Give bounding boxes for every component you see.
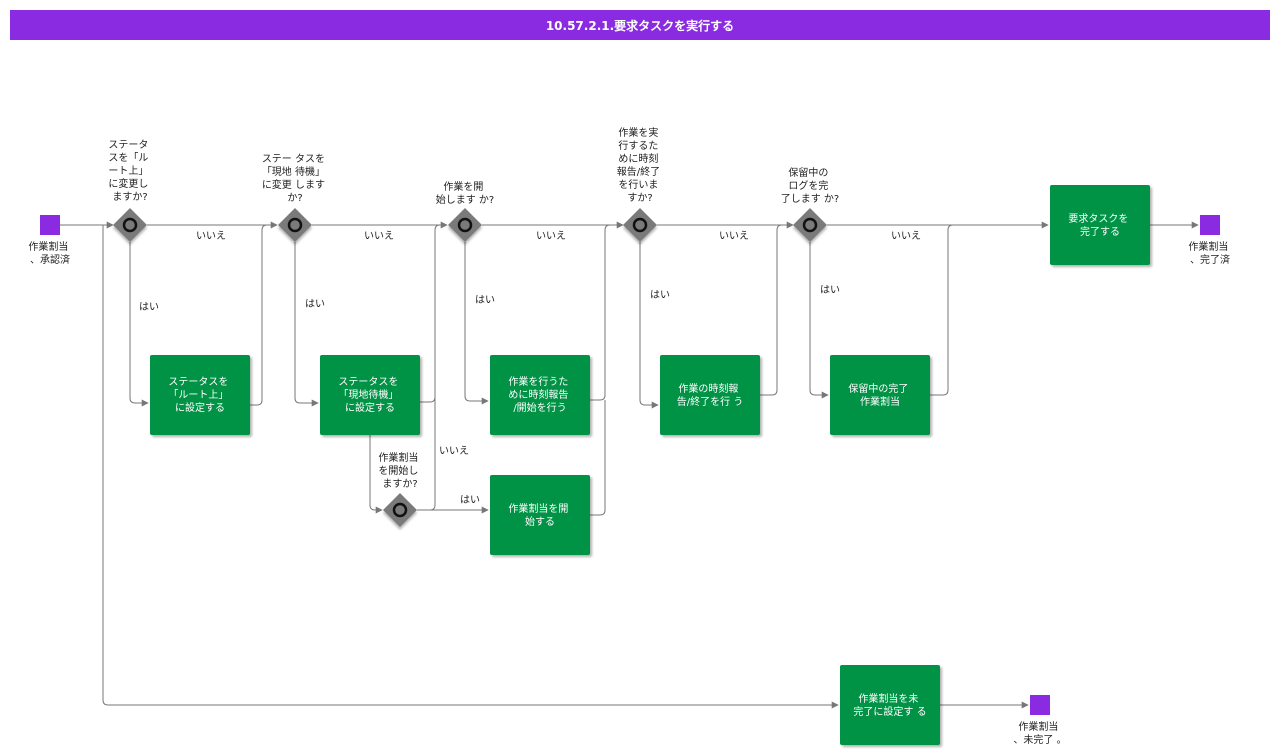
gateway-g2-label: ステー タスを 「現地 待機」 に変更 します か?: [262, 153, 328, 204]
gateway-g1-label: ステータ スを「ル ート上」 に変更し ますか?: [108, 139, 151, 203]
edge-g5-t5: [809, 242, 829, 399]
gateway-g6[interactable]: [383, 493, 417, 527]
start-event-label: 作業割当 、承認済: [28, 240, 71, 266]
label-no-g4: いいえ: [719, 230, 749, 242]
edge-t6-g4: [590, 400, 606, 516]
edge-t2-g6: [369, 435, 383, 514]
svg-text:保留中の完了 作業割当: 保留中の完了 作業割当: [848, 382, 911, 408]
edge-start-t8: [102, 225, 839, 709]
label-yes-g3: はい: [475, 294, 495, 306]
end-event-complete[interactable]: 作業割当 、完了済: [1188, 215, 1231, 266]
gateway-g2[interactable]: [278, 208, 312, 242]
gateway-g3[interactable]: [448, 208, 482, 242]
task-t4[interactable]: 作業の時刻報 告/終了を行 う: [660, 355, 760, 435]
edge-t3-g4: [590, 224, 611, 401]
label-no-g5: いいえ: [891, 230, 921, 242]
svg-text:作業割当を未 完了に設定す る: 作業割当を未 完了に設定す る: [853, 692, 926, 718]
svg-text:ステータスを 「ルート上」 に設定す: ステータスを 「ルート上」 に設定する: [168, 376, 231, 414]
edge-g4-t4: [639, 242, 659, 409]
edge-labels: いいえ いいえ いいえ いいえ いいえ いいえ はい はい はい はい はい は…: [139, 230, 921, 506]
task-t5[interactable]: 保留中の完了 作業割当: [830, 355, 930, 435]
gateway-g5[interactable]: [793, 208, 827, 242]
svg-text:作業を行うた めに時刻報告 /開始を: 作業を行うた めに時刻報告 /開始を行う: [508, 375, 571, 414]
edge-g6-g3: [417, 230, 436, 511]
label-no-g3: いいえ: [536, 230, 566, 242]
svg-text:要求タスクを 完了する: 要求タスクを 完了する: [1068, 213, 1131, 238]
edge-t1-g2: [250, 224, 268, 406]
gateway-g5-label: 保留中の ログを完 了します か?: [781, 166, 840, 205]
edge-t5-t7: [930, 224, 954, 396]
svg-text:作業割当を開 始する: 作業割当を開 始する: [508, 502, 571, 528]
label-no-g6: いいえ: [439, 445, 469, 457]
task-t1[interactable]: ステータスを 「ルート上」 に設定する: [150, 355, 250, 435]
label-yes-g2: はい: [305, 298, 325, 310]
gateway-g6-label: 作業割当 を開始し ますか?: [378, 451, 421, 490]
svg-text:作業の時刻報 告/終了を行 う: 作業の時刻報 告/終了を行 う: [677, 382, 744, 408]
label-yes-g6: はい: [460, 494, 480, 506]
gateway-g4-label: 作業を実 行するた めに時刻 報告/終了 を行いま すか?: [617, 126, 664, 204]
gateway-g4[interactable]: [623, 208, 657, 242]
svg-text:ステータスを 「現地待機」 に設定す: ステータスを 「現地待機」 に設定する: [338, 376, 401, 414]
gateway-g3-label: 作業を開 始します か?: [436, 180, 495, 206]
end-event-complete-label: 作業割当 、完了済: [1188, 240, 1231, 266]
start-event[interactable]: 作業割当 、承認済: [28, 215, 71, 266]
label-no-g2: いいえ: [364, 230, 394, 242]
edge-g1-t1: [129, 242, 149, 407]
label-no-g1: いいえ: [196, 230, 226, 242]
label-yes-g1: はい: [139, 301, 159, 313]
task-t6[interactable]: 作業割当を開 始する: [490, 475, 590, 555]
label-yes-g5: はい: [820, 284, 840, 296]
task-t2[interactable]: ステータスを 「現地待機」 に設定する: [320, 355, 420, 435]
edge-g3-t3: [464, 242, 489, 405]
task-t8[interactable]: 作業割当を未 完了に設定す る: [840, 665, 940, 745]
end-event-incomplete[interactable]: 作業割当 、未完了 。: [1013, 695, 1067, 746]
gateway-g1[interactable]: [113, 208, 147, 242]
edges: [60, 221, 1199, 709]
label-yes-g4: はい: [650, 289, 670, 301]
edge-t2-g3: [420, 224, 441, 403]
edge-g2-t2: [294, 242, 319, 407]
edge-t4-g5: [760, 224, 783, 396]
diagram-title: 10.57.2.1.要求タスクを実行する: [10, 10, 1270, 40]
task-t3[interactable]: 作業を行うた めに時刻報告 /開始を行う: [490, 355, 590, 435]
end-event-incomplete-label: 作業割当 、未完了 。: [1013, 720, 1066, 746]
task-t7[interactable]: 要求タスクを 完了する: [1050, 185, 1150, 265]
